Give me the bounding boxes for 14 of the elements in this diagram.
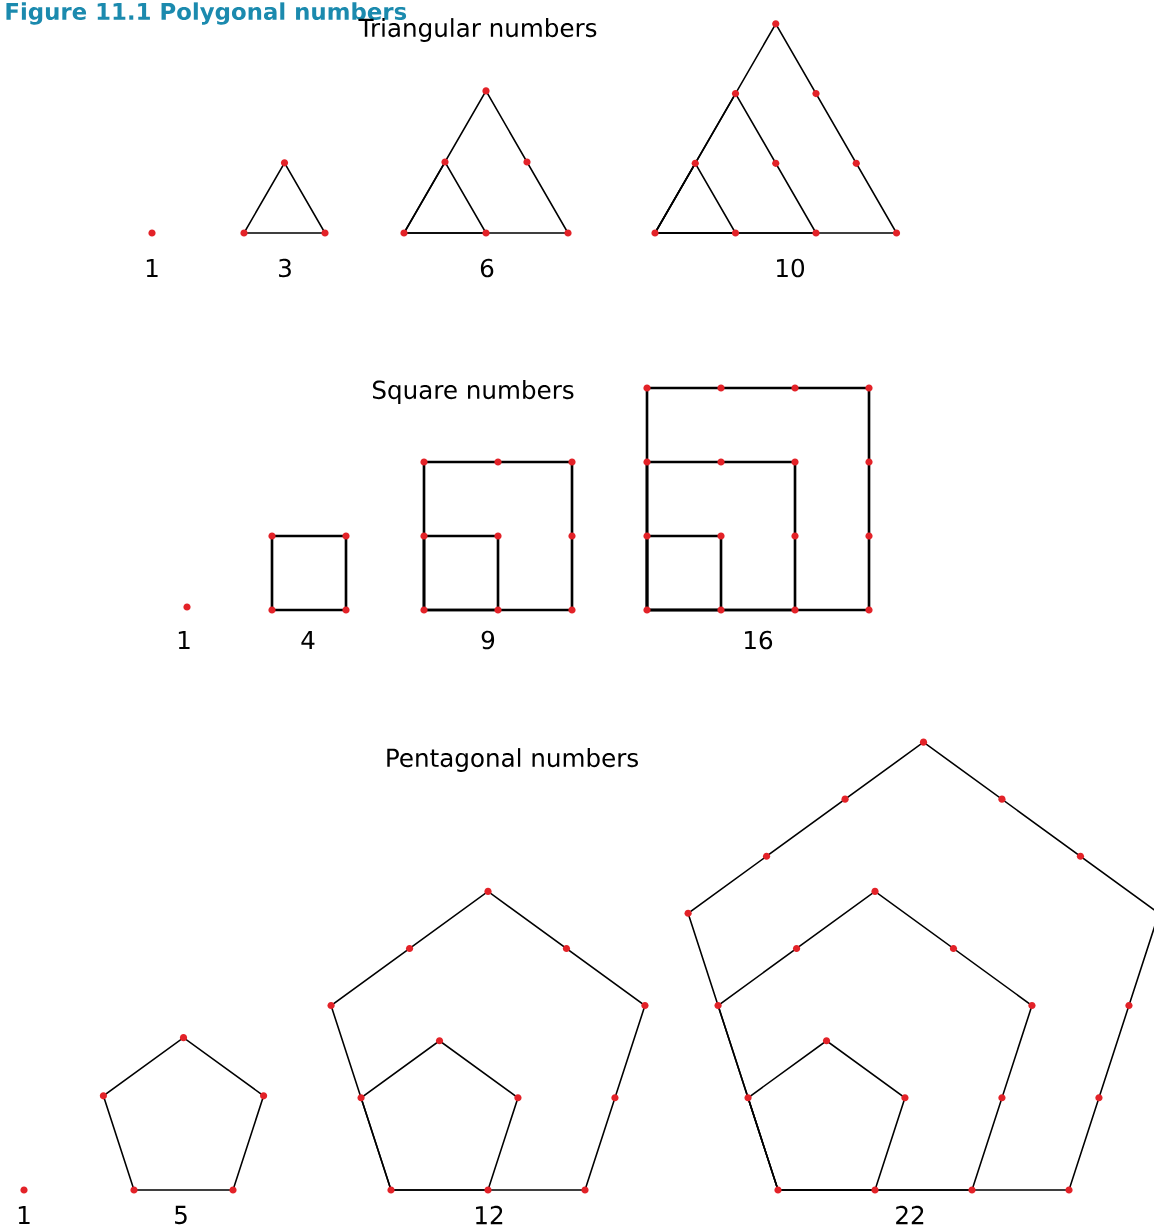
number-label: 5 [175, 1205, 187, 1225]
number-label: 1 [146, 259, 158, 277]
heading: Square numbers [373, 380, 574, 404]
number-label: 4 [301, 631, 315, 649]
number-label: 10 [777, 258, 805, 278]
heading: Pentagonal numbers [387, 748, 638, 772]
number-label: 3 [279, 258, 291, 278]
number-label: 9 [481, 630, 495, 650]
number-label: 12 [476, 1205, 503, 1225]
number-label: 6 [480, 258, 494, 278]
number-label: 22 [896, 1205, 924, 1225]
number-label: 16 [745, 630, 773, 650]
number-label: 1 [18, 1206, 30, 1224]
number-label: 1 [178, 631, 190, 649]
